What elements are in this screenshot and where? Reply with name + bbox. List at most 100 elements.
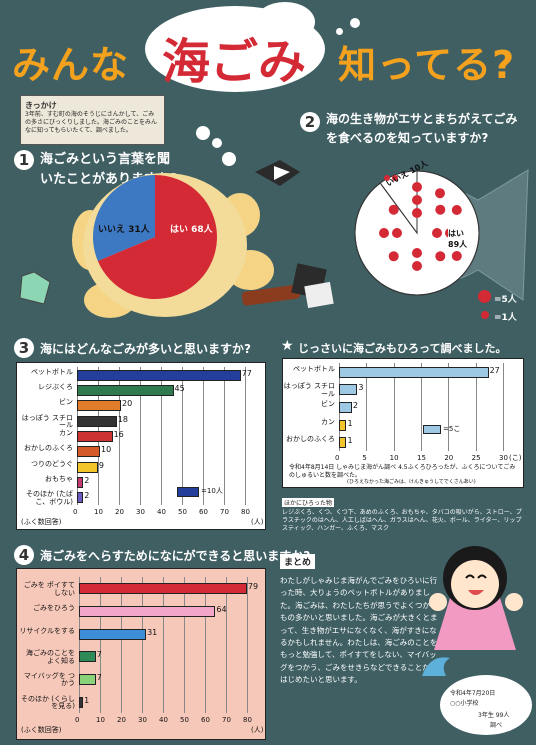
grid-line — [205, 577, 206, 713]
bar — [77, 400, 121, 412]
x-tick-label: 60 — [199, 508, 208, 516]
survey-others-box: ほかにひろった物 レジぶくろ、くつ、くつ下、あめのふくろ、おもちゃ、タバコの吸い… — [282, 490, 522, 533]
q2-dot-small — [384, 175, 390, 181]
intro-heading: きっかけ — [25, 101, 57, 110]
x-tick-label: 0 — [75, 716, 80, 724]
grid-line — [448, 363, 450, 451]
bar-value: 77 — [241, 368, 252, 378]
summary-heading: まとめ — [280, 554, 316, 569]
bar-value: 79 — [247, 582, 259, 592]
q1-slice-no — [93, 175, 155, 261]
q2-dot — [412, 248, 422, 258]
bar — [339, 402, 352, 413]
q3-unit-right: (人) — [251, 518, 264, 526]
survey-question: じっさいに海ごみもひろって調べました。 — [298, 342, 507, 355]
q2-dot — [435, 188, 445, 199]
bar — [77, 385, 174, 396]
credit-cloud — [440, 675, 532, 735]
grid-line — [224, 367, 225, 505]
x-tick-label: 50 — [180, 716, 189, 724]
grid-line — [184, 577, 185, 713]
grid-line — [140, 367, 141, 505]
x-tick-label: 40 — [159, 716, 168, 724]
survey-others: レジぶくろ、くつ、くつ下、あめのふくろ、おもちゃ、タバコの吸いがら、ストロー、プ… — [282, 509, 522, 533]
category-label: そのほか (たばこ、ボウル) — [26, 490, 73, 506]
x-tick-label: 50 — [178, 508, 187, 516]
bar-value: 45 — [174, 384, 185, 393]
title-cloud-bump — [255, 2, 315, 42]
x-tick-label: 60 — [201, 716, 210, 724]
q2-dot — [435, 251, 446, 262]
title-center: 海ごみ — [162, 34, 307, 90]
x-tick-label: 80 — [243, 716, 252, 724]
x-tick-label: 20 — [115, 508, 124, 516]
q2-dot — [412, 195, 422, 205]
q2-label-yes: はい 89人 — [448, 228, 474, 250]
grid-line — [421, 363, 422, 451]
summary-box: まとめ わたしがしゃみじま海がんでごみをひろいに行った時、大りょうのペットボトル… — [280, 550, 440, 736]
q2-dot — [412, 182, 422, 192]
q2-legend-small-dot — [481, 311, 489, 319]
category-label: ごみを ポイすてしない — [23, 581, 75, 597]
q3-legend-label: =10人 — [201, 487, 223, 495]
title-left: みんな — [12, 43, 130, 87]
q1-label-yes: はい 68人 — [170, 225, 213, 235]
q3-unit-left: (ふく数回答) — [21, 518, 62, 526]
x-tick-label: 10 — [94, 508, 103, 516]
girl-illustration — [429, 546, 523, 650]
q3-number: 3 — [14, 338, 34, 358]
intro-box: きっかけ 3年前、すむ町の海のそうじにさんかして、ごみの多さにびっくりしました。… — [20, 95, 165, 145]
bar-value: 18 — [117, 414, 128, 424]
x-tick-label: 15 — [417, 454, 426, 462]
q2-dot — [412, 261, 422, 271]
category-label: つりのどうぐ — [31, 459, 73, 468]
bubble — [336, 28, 343, 35]
grid-line — [393, 363, 395, 451]
category-label: 海ごみのことを よく知る — [26, 649, 75, 665]
grid-line — [475, 363, 477, 451]
bubble — [196, 126, 210, 140]
x-tick-label: 0 — [335, 454, 340, 462]
category-label: ビン — [321, 400, 335, 408]
category-label: リサイクルをする — [19, 626, 75, 635]
bar-value: 7 — [96, 673, 102, 682]
summary-grade: 3年生 99人 — [478, 712, 510, 719]
bar-value: 1 — [347, 436, 353, 446]
category-label: レジぶくろ — [38, 383, 73, 391]
bubble — [212, 138, 222, 148]
summary-date: 令和4年7月20日 — [450, 690, 496, 697]
q1-label-no: いいえ 31人 — [98, 225, 150, 235]
bar-value: 9 — [98, 460, 104, 470]
x-tick-label: 5 — [362, 454, 367, 462]
grid-line — [142, 577, 143, 713]
grid-line — [163, 577, 164, 713]
q2-dot — [388, 251, 399, 262]
q4-number: 4 — [14, 545, 34, 565]
q1-slice-yes — [97, 175, 217, 299]
category-label: そのほか (くらしを見る) — [21, 694, 75, 710]
x-tick-label: 25 — [471, 454, 481, 462]
category-label: おかしのふくろ — [24, 444, 73, 453]
q2-dot — [392, 228, 402, 238]
x-tick-label: 70 — [220, 508, 229, 516]
grid-line — [121, 577, 122, 713]
bar-value: 3 — [358, 383, 364, 393]
bar — [339, 419, 347, 431]
x-tick-label: 40 — [157, 508, 166, 516]
category-label: おかしのふくろ — [286, 435, 335, 444]
bar-value: 1 — [347, 418, 353, 428]
bar-value: 7 — [96, 650, 102, 660]
category-label: おもちゃ — [45, 475, 73, 483]
grid-line — [366, 363, 368, 451]
bar-value: 2 — [352, 401, 359, 410]
x-tick-label: 20 — [444, 454, 454, 462]
q2-legend-big-label: =5人 — [494, 295, 517, 305]
bar-value: 2 — [84, 476, 90, 485]
grid-line — [119, 367, 120, 505]
grid-line — [503, 363, 504, 451]
grid-line — [203, 367, 204, 505]
q2-legend-small-label: =1人 — [494, 313, 517, 323]
